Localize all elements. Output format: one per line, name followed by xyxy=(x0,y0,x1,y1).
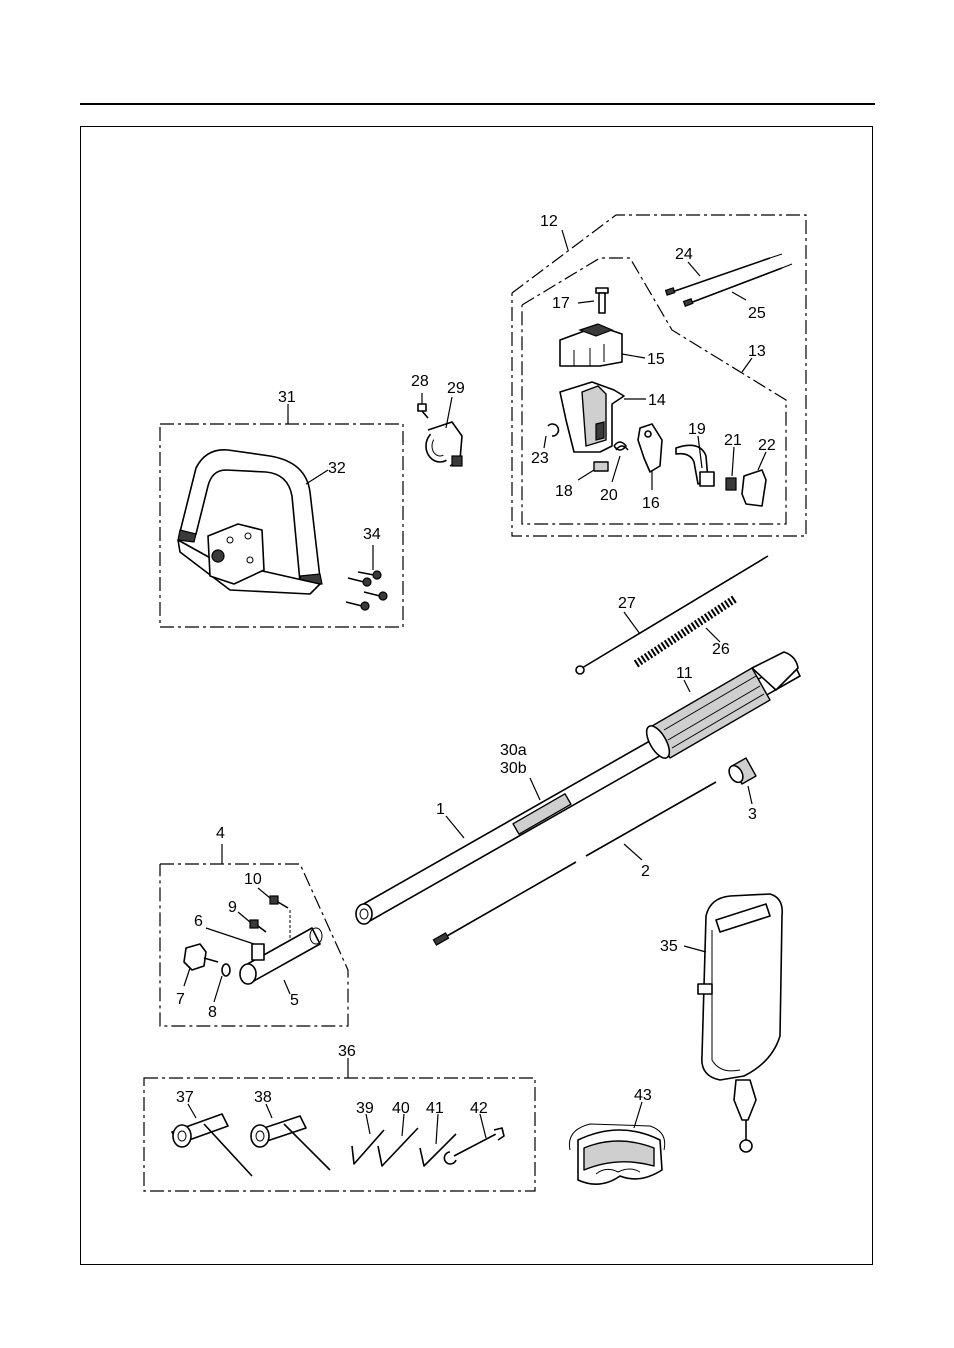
washer-8 xyxy=(222,964,230,976)
label-19: 19 xyxy=(688,421,706,438)
label-15: 15 xyxy=(647,351,665,368)
label-34: 34 xyxy=(363,526,381,543)
block-18 xyxy=(594,462,608,471)
drive-shaft-2 xyxy=(433,782,716,945)
spring-21 xyxy=(726,478,736,490)
label-9: 9 xyxy=(228,899,237,916)
label-12: 12 xyxy=(540,213,558,230)
label-30a: 30a xyxy=(500,742,527,759)
label-23: 23 xyxy=(531,450,549,467)
spanner-42 xyxy=(444,1128,504,1164)
handle-group-31 xyxy=(160,404,403,627)
knob-7 xyxy=(184,944,206,970)
label-27: 27 xyxy=(618,595,636,612)
upper-housing-15 xyxy=(560,324,622,366)
label-4: 4 xyxy=(216,825,225,842)
tool-kit-group-36 xyxy=(144,1058,535,1191)
label-32: 32 xyxy=(328,460,346,477)
label-39: 39 xyxy=(356,1100,374,1117)
label-24: 24 xyxy=(675,246,693,263)
screw-28 xyxy=(418,404,428,418)
goggles-43 xyxy=(569,1124,664,1184)
hex-key-40 xyxy=(378,1128,418,1166)
label-30b: 30b xyxy=(500,760,527,777)
cable-27 xyxy=(576,556,768,674)
label-5: 5 xyxy=(290,992,299,1009)
label-21: 21 xyxy=(724,432,742,449)
label-40: 40 xyxy=(392,1100,410,1117)
label-35: 35 xyxy=(660,938,678,955)
label-37: 37 xyxy=(176,1089,194,1106)
label-17: 17 xyxy=(552,295,570,312)
label-20: 20 xyxy=(600,487,618,504)
label-7: 7 xyxy=(176,991,185,1008)
label-41: 41 xyxy=(426,1100,444,1117)
bolts-34 xyxy=(346,571,387,610)
label-6: 6 xyxy=(194,913,203,930)
label-13: 13 xyxy=(748,343,766,360)
label-2: 2 xyxy=(641,863,650,880)
label-38: 38 xyxy=(254,1089,272,1106)
label-11: 11 xyxy=(676,665,693,682)
pin-17 xyxy=(596,288,608,313)
button-22 xyxy=(742,470,766,506)
clamp-29 xyxy=(426,422,462,466)
label-14: 14 xyxy=(648,392,666,409)
label-10: 10 xyxy=(244,871,262,888)
label-18: 18 xyxy=(555,483,573,500)
label-28: 28 xyxy=(411,373,429,390)
label-16: 16 xyxy=(642,495,660,512)
label-43: 43 xyxy=(634,1087,652,1104)
label-8: 8 xyxy=(208,1004,217,1021)
label-31: 31 xyxy=(278,389,296,406)
label-29: 29 xyxy=(447,380,465,397)
grip-11 xyxy=(642,652,798,762)
label-36: 36 xyxy=(338,1043,356,1060)
label-42: 42 xyxy=(470,1100,488,1117)
spring-20 xyxy=(614,442,628,450)
part-labels: 12 24 17 25 13 15 28 29 14 31 19 21 22 2… xyxy=(176,213,776,1117)
label-3: 3 xyxy=(748,806,757,823)
label-26: 26 xyxy=(712,641,730,658)
bushing-3 xyxy=(726,758,756,785)
box-wrench-37 xyxy=(172,1114,252,1176)
shoulder-strap-35 xyxy=(698,894,782,1152)
label-25: 25 xyxy=(748,305,766,322)
wire-25 xyxy=(684,264,792,306)
lower-housing-14 xyxy=(560,382,624,452)
box-wrench-38 xyxy=(251,1116,330,1170)
label-1: 1 xyxy=(436,801,445,818)
clip-23 xyxy=(548,424,558,436)
label-22: 22 xyxy=(758,437,776,454)
